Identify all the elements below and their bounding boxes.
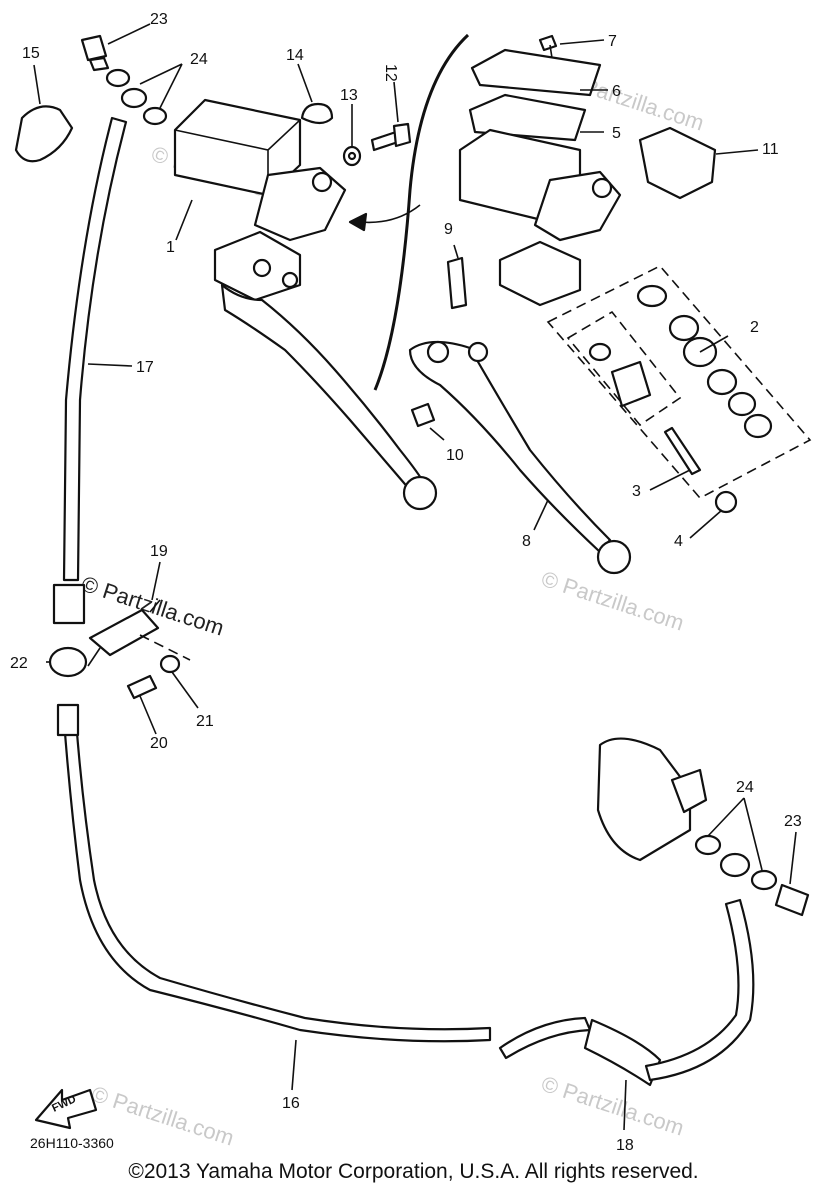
callout-19: 19: [150, 543, 168, 560]
watermark: © Partzilla.com: [538, 1071, 687, 1141]
callout-9: 9: [444, 221, 453, 238]
lever-ball-end-right: [596, 539, 632, 575]
fwd-arrow: FWD: [34, 1088, 98, 1130]
callout-13: 13: [340, 87, 358, 104]
callout-1: 1: [166, 239, 175, 256]
brake-hose-16: [62, 718, 492, 1043]
callout-24: 24: [736, 779, 754, 796]
leader-lines: [33, 23, 797, 1131]
callout-11: 11: [762, 141, 779, 158]
washer-24: [750, 869, 778, 891]
pushrod-3: [663, 426, 702, 476]
lever-8: [408, 340, 612, 554]
washer-24: [105, 68, 131, 88]
grommet-22: [48, 646, 88, 678]
hose-fitting-18: [583, 1018, 662, 1087]
callout-5: 5: [612, 125, 621, 142]
callout-10: 10: [446, 447, 464, 464]
bolt-20: [126, 674, 158, 700]
callout-8: 8: [522, 533, 531, 550]
brake-hose-17: [62, 116, 128, 582]
callout-18: 18: [616, 1137, 634, 1154]
lever-clamp-right: [498, 240, 582, 307]
figure-code: 26H110-3360: [30, 1135, 114, 1151]
brake-lever-left: [220, 283, 427, 492]
callouts: 1 2 3 4 5 6 7 8 9 10 11 12 13 14 15 16 1…: [10, 11, 802, 1154]
callout-21: 21: [196, 713, 214, 730]
piston-kit-inner-box: [566, 310, 682, 427]
callout-23: 23: [150, 11, 168, 28]
reference-arrow: [359, 204, 421, 224]
piston-kit-box-2: [546, 265, 812, 500]
clamp-11: [638, 126, 717, 200]
piston-kit-parts: [588, 284, 773, 439]
hose-section: [498, 1016, 592, 1060]
nut-10: [410, 402, 436, 428]
banjo-fitting-top: [120, 87, 148, 109]
callout-7: 7: [608, 33, 617, 50]
pivot-bolt-9: [446, 256, 468, 310]
lever-ball-end: [402, 475, 438, 511]
callout-22: 22: [10, 655, 28, 672]
callout-20: 20: [150, 735, 168, 752]
callout-16: 16: [282, 1095, 300, 1112]
callout-6: 6: [612, 83, 621, 100]
bolt-12: [370, 122, 412, 152]
hose-end-fitting: [56, 703, 80, 737]
reference-arrowhead: [348, 212, 368, 232]
master-cylinder-assembly: [173, 98, 438, 511]
nut-21: [159, 654, 181, 674]
caliper-body: [596, 737, 692, 862]
bleeder-nipple: [670, 768, 708, 814]
washer-24: [142, 106, 168, 126]
watermark: © Partzilla.com: [538, 566, 687, 636]
divider-curve: [373, 33, 470, 391]
hose-fitting: [52, 583, 86, 625]
hose-to-caliper: [644, 898, 755, 1082]
banjo-fitting-bottom: [719, 852, 751, 878]
callout-4: 4: [674, 533, 683, 550]
callout-14: 14: [286, 47, 304, 64]
clip-19: [88, 608, 160, 657]
cap-14: [300, 102, 334, 125]
callout-17: 17: [136, 359, 154, 376]
union-bolt-23-top: [80, 34, 108, 62]
dust-boot-4: [714, 490, 738, 514]
callout-24: 24: [190, 51, 208, 68]
copyright-notice: ©2013 Yamaha Motor Corporation, U.S.A. A…: [128, 1160, 699, 1183]
caliper-assembly: [596, 737, 810, 917]
reservoir-cap-6: [470, 48, 602, 97]
callout-12: 12: [382, 64, 399, 82]
callout-3: 3: [632, 483, 641, 500]
union-bolt-23-bottom: [774, 883, 810, 917]
washer-24: [694, 834, 722, 856]
diaphragm-5: [468, 93, 587, 142]
callout-23: 23: [784, 813, 802, 830]
screw-7: [538, 34, 558, 52]
callout-2: 2: [750, 319, 759, 336]
callout-15: 15: [22, 45, 40, 62]
dust-cover-15: [14, 105, 74, 163]
clip-guide: [139, 634, 191, 661]
